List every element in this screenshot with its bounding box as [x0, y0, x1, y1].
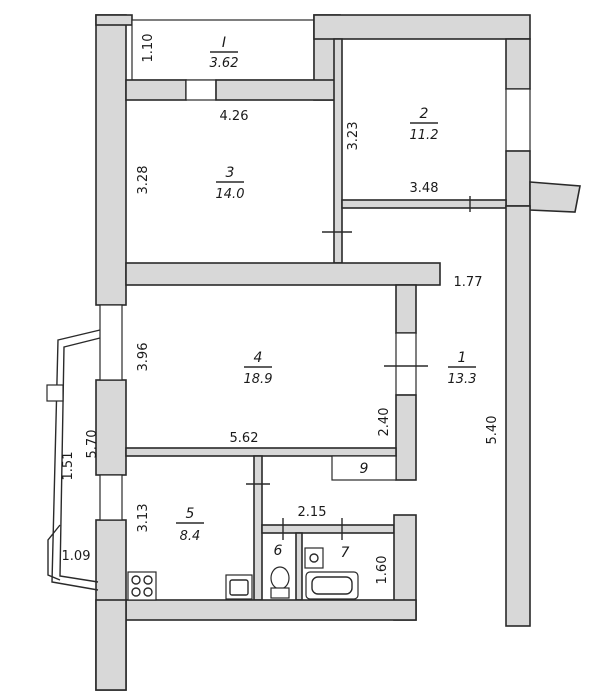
bay-lower-window — [47, 524, 61, 581]
dim-bay-outer: 5.70 — [85, 430, 100, 459]
room-label-7-number: 7 — [341, 545, 350, 561]
stove-icon — [127, 571, 157, 601]
window-room5 — [99, 474, 123, 521]
room-label-1-number: 1 — [458, 350, 467, 366]
wall-room2-right-low — [505, 150, 531, 207]
room-label-balcony-area: 3.62 — [210, 56, 239, 71]
wall-left-outer-mid — [95, 379, 127, 476]
bathtub-icon — [305, 571, 359, 600]
wall-room4-right-top — [395, 284, 417, 334]
room-label-4-area: 18.9 — [244, 372, 273, 387]
room-label-3-area: 14.0 — [216, 187, 245, 202]
dim-bath-width: 2.15 — [298, 505, 327, 520]
wall-room2-left — [333, 38, 343, 264]
window-room4 — [99, 304, 123, 381]
bay-post — [46, 384, 64, 402]
dim-room2-width: 3.48 — [410, 181, 439, 196]
room-label-1-area: 13.3 — [448, 372, 477, 387]
wall-room2-right — [505, 38, 531, 90]
room-label-5-area: 8.4 — [180, 529, 201, 544]
window-room2 — [505, 88, 531, 152]
room-label-2-number: 2 — [420, 106, 429, 122]
dim-room4-right-height: 2.40 — [377, 408, 392, 437]
wall-room5-right — [253, 455, 263, 601]
room-label-balcony-number: I — [222, 35, 226, 51]
wall-balcony-top — [95, 14, 133, 26]
bay-inner — [59, 337, 101, 583]
dim-hall-gap: 1.77 — [454, 275, 483, 290]
balcony-door — [185, 79, 217, 101]
wall-balcony-bottom-left — [125, 79, 187, 101]
wall-bath-top — [261, 524, 395, 534]
room-label-5-number: 5 — [186, 506, 195, 522]
dim-room2-height: 3.23 — [346, 122, 361, 151]
wall-left-outer — [95, 14, 127, 306]
wall-wc-bath — [295, 532, 303, 601]
kitchen-sink-icon — [225, 574, 253, 600]
room-label-6-number: 6 — [274, 543, 283, 559]
closet-9 — [331, 455, 397, 481]
dim-bay-bottom: 1.09 — [62, 549, 91, 564]
wall-bottom — [125, 599, 417, 621]
dim-balcony-width: 4.26 — [220, 109, 249, 124]
dim-corridor-length: 5.40 — [485, 416, 500, 445]
balcony-rail — [131, 19, 315, 81]
dim-bay-side: 1.51 — [61, 452, 76, 481]
dim-room3-height: 3.28 — [136, 166, 151, 195]
washbasin-icon — [304, 547, 324, 569]
toilet-icon — [270, 566, 290, 599]
room-label-2-area: 11.2 — [410, 128, 439, 143]
wall-room2-bottom — [341, 199, 507, 209]
dim-balcony-depth: 1.10 — [141, 34, 156, 63]
dim-room4-width: 5.62 — [230, 431, 259, 446]
wall-room4-right-low — [395, 394, 417, 481]
wall-protrusion — [529, 181, 581, 213]
dim-room4-height: 3.96 — [136, 343, 151, 372]
wall-room4-bottom — [125, 447, 397, 457]
room-label-3-number: 3 — [226, 165, 235, 181]
door-room4 — [395, 332, 417, 396]
wall-corridor-right — [505, 205, 531, 627]
wall-room3-room4 — [125, 262, 441, 286]
dim-room5-height: 3.13 — [136, 504, 151, 533]
wall-balcony-bottom-right — [215, 79, 341, 101]
wall-corner-low — [95, 599, 127, 691]
bay-outline — [51, 329, 101, 591]
dim-bath-height: 1.60 — [375, 556, 390, 585]
wall-top-right — [313, 14, 531, 40]
room-label-9-number: 9 — [360, 461, 369, 477]
room-label-4-number: 4 — [254, 350, 263, 366]
